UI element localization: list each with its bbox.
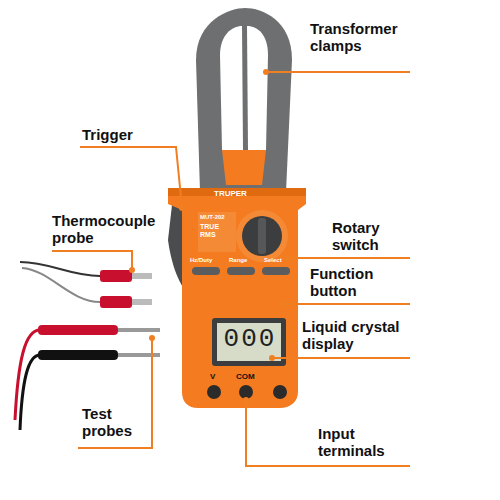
part-label: Rotary switch (332, 219, 412, 254)
button-label: Range (229, 257, 257, 264)
part-label: Function button (310, 265, 410, 300)
part-label: Thermocouple probe (52, 212, 152, 247)
part-label: Trigger (82, 126, 162, 143)
button-label: Hz/Duty (190, 257, 222, 264)
part-label: Test probes (82, 405, 152, 440)
button-label: Select (264, 257, 292, 264)
meter-text: TRUE RMS (200, 223, 236, 239)
lcd-reading: 000 (221, 326, 279, 352)
part-label: Input terminals (318, 425, 410, 460)
terminal-label: COM (236, 372, 260, 381)
model-text: MUT-202 (200, 214, 234, 221)
terminal-label: V (210, 372, 220, 381)
part-label: Transformer clamps (310, 20, 410, 55)
brand-text: TRUPER (214, 189, 274, 198)
part-label: Liquid crystal display (302, 318, 412, 353)
